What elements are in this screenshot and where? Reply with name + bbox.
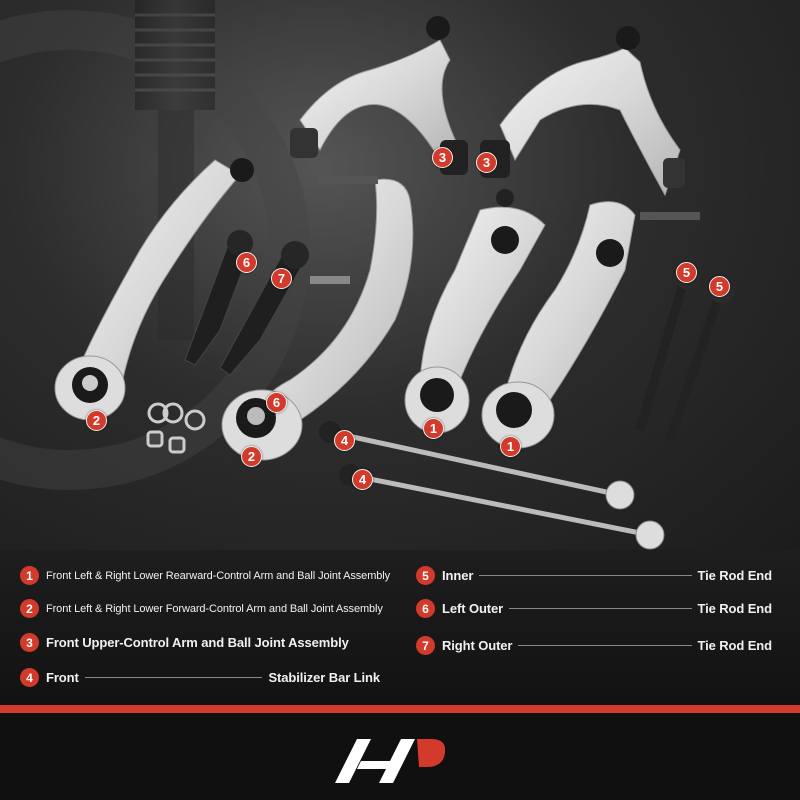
upper-control-arm-right bbox=[480, 26, 685, 197]
legend-item-7: 7 Right Outer Tie Rod End bbox=[416, 636, 772, 655]
a-premium-logo-icon bbox=[335, 739, 445, 783]
badge-6a: 6 bbox=[236, 252, 257, 273]
legend-text-right: Tie Rod End bbox=[697, 601, 773, 616]
badge-1b: 1 bbox=[500, 436, 521, 457]
outer-tie-rod-left bbox=[184, 230, 253, 366]
legend-text-left: Left Outer bbox=[442, 601, 504, 616]
parts-illustration bbox=[0, 0, 734, 550]
leader-line bbox=[518, 645, 692, 646]
badge-3b: 3 bbox=[476, 152, 497, 173]
badge-4a: 4 bbox=[334, 430, 355, 451]
hardware bbox=[146, 402, 206, 454]
legend-item-2: 2 Front Left & Right Lower Forward-Contr… bbox=[20, 599, 383, 618]
parts-legend: 1 Front Left & Right Lower Rearward-Cont… bbox=[0, 550, 800, 705]
legend-item-6: 6 Left Outer Tie Rod End bbox=[416, 599, 772, 618]
legend-item-4: 4 Front Stabilizer Bar Link bbox=[20, 668, 380, 687]
leader-line bbox=[479, 575, 692, 576]
legend-text-left: Inner bbox=[442, 568, 474, 583]
legend-text: Front Upper-Control Arm and Ball Joint A… bbox=[46, 635, 349, 650]
stabilizer-links bbox=[319, 421, 665, 550]
leader-line bbox=[509, 608, 692, 609]
legend-text-right: Stabilizer Bar Link bbox=[268, 670, 380, 685]
legend-text-right: Tie Rod End bbox=[697, 638, 773, 653]
legend-text: Front Left & Right Lower Forward-Control… bbox=[46, 602, 383, 615]
legend-item-1: 1 Front Left & Right Lower Rearward-Cont… bbox=[20, 566, 390, 585]
legend-number: 6 bbox=[416, 599, 435, 618]
product-photo: 3 3 6 7 5 5 2 6 1 1 2 4 4 bbox=[0, 0, 800, 550]
badge-6b: 6 bbox=[266, 392, 287, 413]
badge-5b: 5 bbox=[709, 276, 730, 297]
legend-text-left: Front bbox=[46, 670, 79, 685]
accent-bar bbox=[0, 705, 800, 713]
badge-7: 7 bbox=[271, 268, 292, 289]
legend-number: 1 bbox=[20, 566, 39, 585]
badge-1a: 1 bbox=[423, 418, 444, 439]
legend-text: Front Left & Right Lower Rearward-Contro… bbox=[46, 569, 391, 582]
badge-3a: 3 bbox=[432, 147, 453, 168]
badge-4b: 4 bbox=[352, 469, 373, 490]
legend-number: 2 bbox=[20, 599, 39, 618]
badge-2a: 2 bbox=[86, 410, 107, 431]
badge-5a: 5 bbox=[676, 262, 697, 283]
legend-number: 7 bbox=[416, 636, 435, 655]
legend-number: 4 bbox=[20, 668, 39, 687]
legend-number: 5 bbox=[416, 566, 435, 585]
legend-text-right: Tie Rod End bbox=[697, 568, 773, 583]
badge-2b: 2 bbox=[241, 446, 262, 467]
legend-item-3: 3 Front Upper-Control Arm and Ball Joint… bbox=[20, 633, 349, 652]
legend-item-5: 5 Inner Tie Rod End bbox=[416, 566, 772, 585]
lower-rearward-arm-right bbox=[481, 201, 700, 449]
legend-text-left: Right Outer bbox=[442, 638, 513, 653]
leader-line bbox=[84, 677, 263, 678]
lower-forward-arm-left bbox=[54, 158, 254, 421]
legend-number: 3 bbox=[20, 633, 39, 652]
